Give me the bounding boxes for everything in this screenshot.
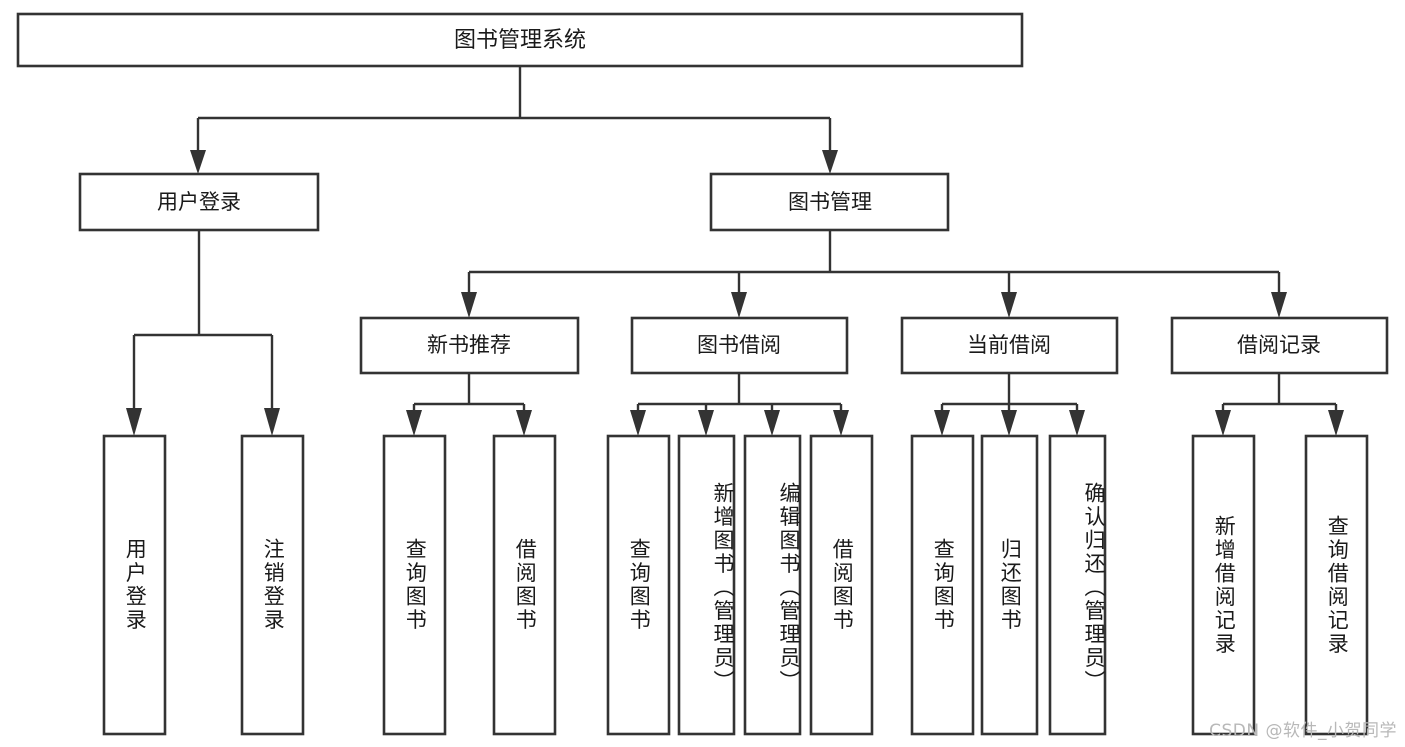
node-leaf-query-record-box[interactable] <box>1304 434 1369 736</box>
csdn-watermark: CSDN @软件_小贺同学 <box>1209 721 1397 741</box>
node-current-borrow[interactable]: 当前借阅 <box>900 316 1119 375</box>
connector-group-book-manage <box>461 230 1287 318</box>
node-current-borrow-box[interactable] <box>900 316 1119 375</box>
node-book-manage[interactable]: 图书管理 <box>709 172 950 232</box>
node-borrow-record[interactable]: 借阅记录 <box>1170 316 1389 375</box>
arrow-head-leaf-return-book <box>1001 410 1017 436</box>
node-user-login-box[interactable] <box>78 172 320 232</box>
node-book-borrow[interactable]: 图书借阅 <box>630 316 849 375</box>
arrow-head-leaf-query-record <box>1328 410 1344 436</box>
node-book-manage-box[interactable] <box>709 172 950 232</box>
node-leaf-user-login-box[interactable] <box>102 434 167 736</box>
node-leaf-add-record-box[interactable] <box>1191 434 1256 736</box>
arrow-head-new-book-rec <box>461 292 477 318</box>
node-leaf-query-book-2-box[interactable] <box>606 434 671 736</box>
node-leaf-edit-book-box[interactable] <box>743 434 802 736</box>
arrow-head-leaf-add-record <box>1215 410 1231 436</box>
node-new-book-rec-box[interactable] <box>359 316 580 375</box>
node-new-book-rec-label: 新书推荐 <box>427 333 511 357</box>
node-book-borrow-box[interactable] <box>630 316 849 375</box>
node-user-login-label: 用户登录 <box>157 190 241 214</box>
node-leaf-confirm-return-box[interactable] <box>1048 434 1107 736</box>
node-leaf-borrow-book-1-box[interactable] <box>492 434 557 736</box>
arrow-head-book-manage <box>822 150 838 174</box>
arrow-head-leaf-query-book-3 <box>934 410 950 436</box>
connector-group-user-login <box>126 230 280 436</box>
node-leaf-add-book-box[interactable] <box>677 434 736 736</box>
leaf-boxes-group <box>102 434 1369 736</box>
node-root-label: 图书管理系统 <box>454 28 586 53</box>
node-new-book-rec[interactable]: 新书推荐 <box>359 316 580 375</box>
node-leaf-query-book-3-box[interactable] <box>910 434 975 736</box>
arrow-head-leaf-add-book <box>698 410 714 436</box>
node-user-login[interactable]: 用户登录 <box>78 172 320 232</box>
node-current-borrow-label: 当前借阅 <box>967 333 1051 357</box>
arrow-head-leaf-edit-book <box>764 410 780 436</box>
arrow-head-book-borrow <box>731 292 747 318</box>
node-leaf-logout-box[interactable] <box>240 434 305 736</box>
arrow-head-leaf-user-login <box>126 408 142 436</box>
arrow-head-leaf-borrow-book-2 <box>833 410 849 436</box>
node-book-manage-label: 图书管理 <box>788 190 872 214</box>
node-book-borrow-label: 图书借阅 <box>697 333 781 357</box>
connector-group-root <box>190 66 838 174</box>
arrow-head-leaf-confirm-return <box>1069 410 1085 436</box>
node-root-box[interactable] <box>16 12 1024 68</box>
node-borrow-record-label: 借阅记录 <box>1237 333 1321 357</box>
arrow-head-leaf-query-book-2 <box>630 410 646 436</box>
node-leaf-borrow-book-2-box[interactable] <box>809 434 874 736</box>
arrow-head-current-borrow <box>1001 292 1017 318</box>
arrow-head-borrow-record <box>1271 292 1287 318</box>
arrow-head-leaf-borrow-book-1 <box>516 410 532 436</box>
connector-group-current-borrow <box>934 373 1085 436</box>
connector-group-borrow-record <box>1215 373 1344 436</box>
node-root[interactable]: 图书管理系统 <box>16 12 1024 68</box>
arrow-head-leaf-logout <box>264 408 280 436</box>
node-borrow-record-box[interactable] <box>1170 316 1389 375</box>
node-leaf-query-book-1-box[interactable] <box>382 434 447 736</box>
connector-group-new-book-rec <box>406 373 532 436</box>
node-leaf-return-book-box[interactable] <box>980 434 1039 736</box>
connector-group-book-borrow <box>630 373 849 436</box>
arrow-head-leaf-query-book-1 <box>406 410 422 436</box>
arrow-head-user-login <box>190 150 206 174</box>
